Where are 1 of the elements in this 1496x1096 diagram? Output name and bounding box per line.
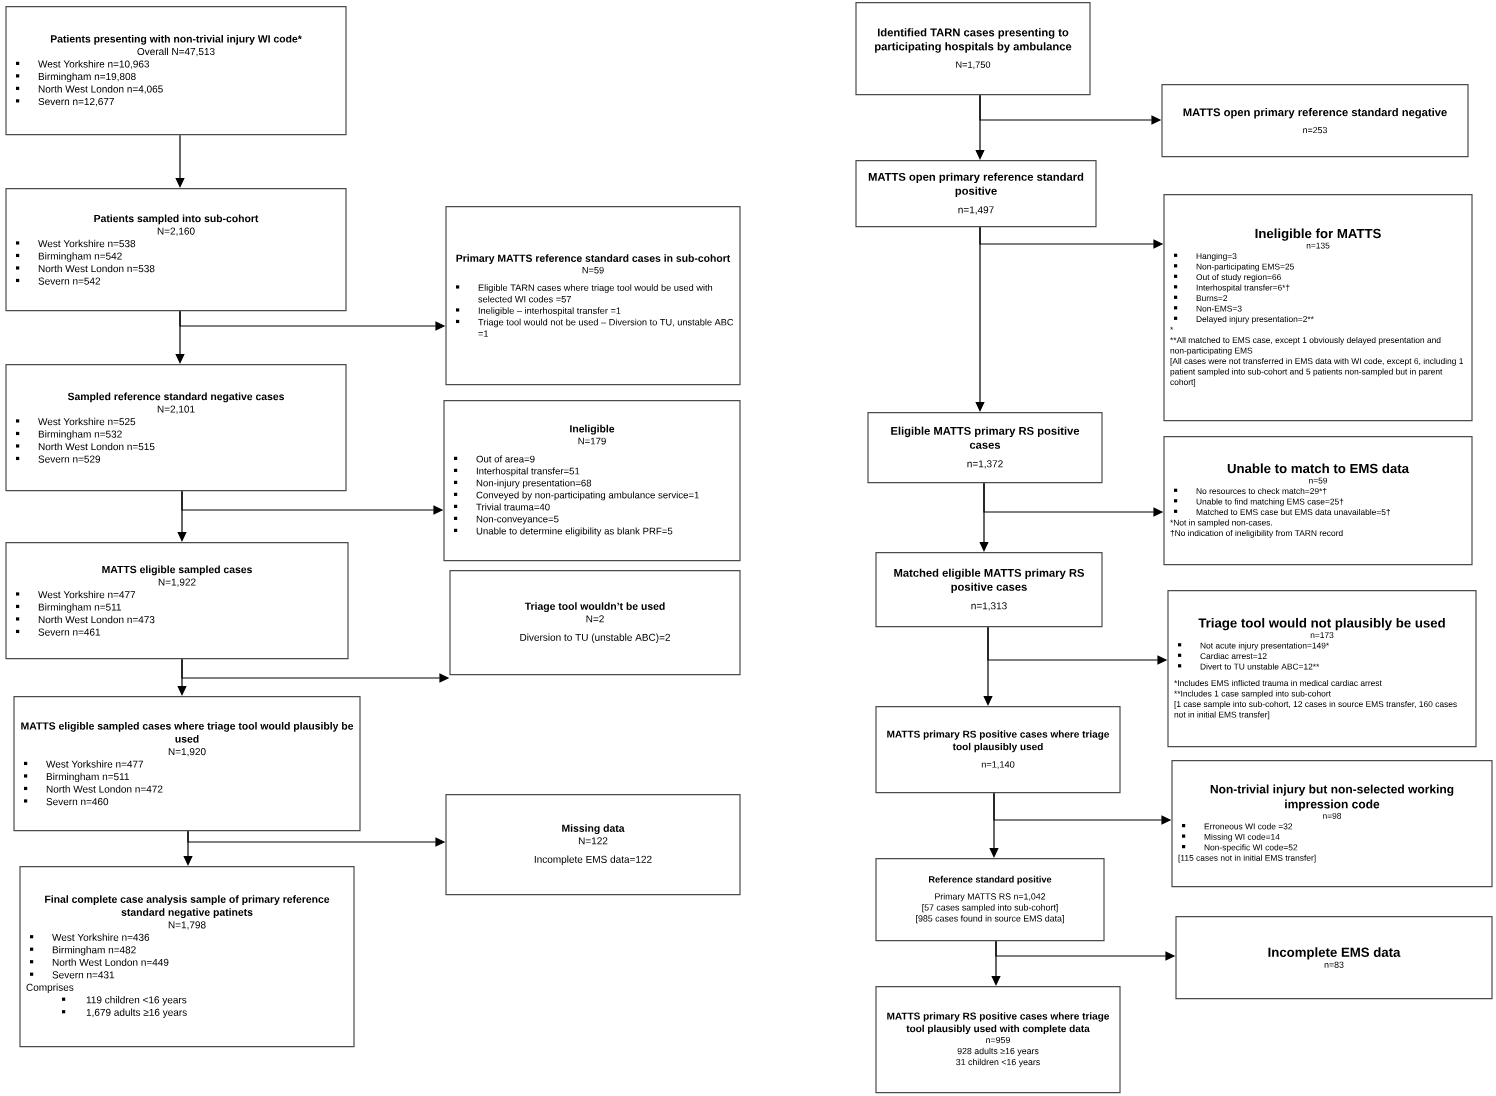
arrow: [175, 134, 185, 188]
